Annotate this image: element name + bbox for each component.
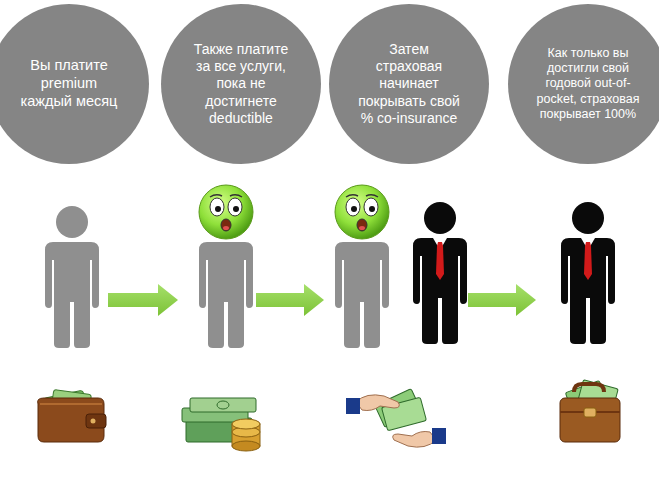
- flow-arrow: [468, 284, 536, 316]
- briefcase-icon-part: [574, 384, 604, 392]
- briefcase-icon: [560, 380, 620, 442]
- person-figure-part: [199, 242, 253, 348]
- stage-circle: Как только вы достигли свой годовой out-…: [508, 4, 659, 164]
- flow-arrow-part: [108, 284, 178, 316]
- money-icon-part: [232, 441, 260, 451]
- person-figure-part: [335, 242, 389, 348]
- insurer-figure-part: [561, 238, 615, 344]
- person-figure: [199, 185, 253, 348]
- briefcase-icon-part: [560, 398, 620, 442]
- money-icon-part: [217, 401, 229, 409]
- wallet-icon-part: [38, 398, 104, 442]
- person-figure-part: [45, 242, 99, 348]
- person-figure: [45, 206, 99, 348]
- insurer-figure-part: [572, 202, 604, 234]
- briefcase-icon-part: [584, 408, 596, 417]
- flow-arrow-part: [256, 284, 324, 316]
- stage-circle: Затем страховая начинает покрывать свой …: [329, 4, 489, 164]
- payment-hands-icon-part: [346, 398, 360, 414]
- money-icon-part: [232, 419, 260, 429]
- money-icon-part: [190, 398, 256, 412]
- stage-text: Вы платите premium каждый месяц: [17, 57, 121, 110]
- person-figure: [335, 185, 389, 348]
- person-figure-part: [56, 206, 88, 238]
- circle-shape: [161, 4, 321, 164]
- circle-shape: [329, 4, 489, 164]
- wallet-icon-part: [91, 419, 96, 424]
- insurer-figure-part: [413, 238, 467, 344]
- payment-hands-icon-part: [432, 428, 446, 444]
- person-figure-part: [335, 185, 389, 239]
- stage-circle: Вы платите premium каждый месяц: [0, 4, 149, 164]
- flow-arrow-part: [468, 284, 536, 316]
- stage-text: Затем страховая начинает покрывать свой …: [355, 41, 463, 126]
- wallet-icon: [38, 389, 106, 442]
- person-figure-part: [199, 185, 253, 239]
- payment-hands-icon-part: [393, 432, 436, 448]
- wallet-icon-part: [40, 403, 102, 405]
- flow-arrow: [108, 284, 178, 316]
- money-icon: [182, 398, 260, 451]
- circle-shape: [508, 4, 659, 164]
- payment-hands-icon: [346, 389, 446, 447]
- insurer-figure: [561, 202, 615, 344]
- stage-text: Также платите за все услуги, пока не дос…: [187, 41, 295, 126]
- wallet-icon-part: [86, 414, 106, 428]
- circle-shape: [0, 4, 149, 164]
- payment-hands-icon-part: [356, 395, 399, 411]
- insurer-figure: [413, 202, 467, 344]
- stage-circle: Также платите за все услуги, пока не дос…: [161, 4, 321, 164]
- flow-arrow: [256, 284, 324, 316]
- stage-text: Как только вы достигли свой годовой out-…: [532, 46, 644, 122]
- insurer-figure-part: [424, 202, 456, 234]
